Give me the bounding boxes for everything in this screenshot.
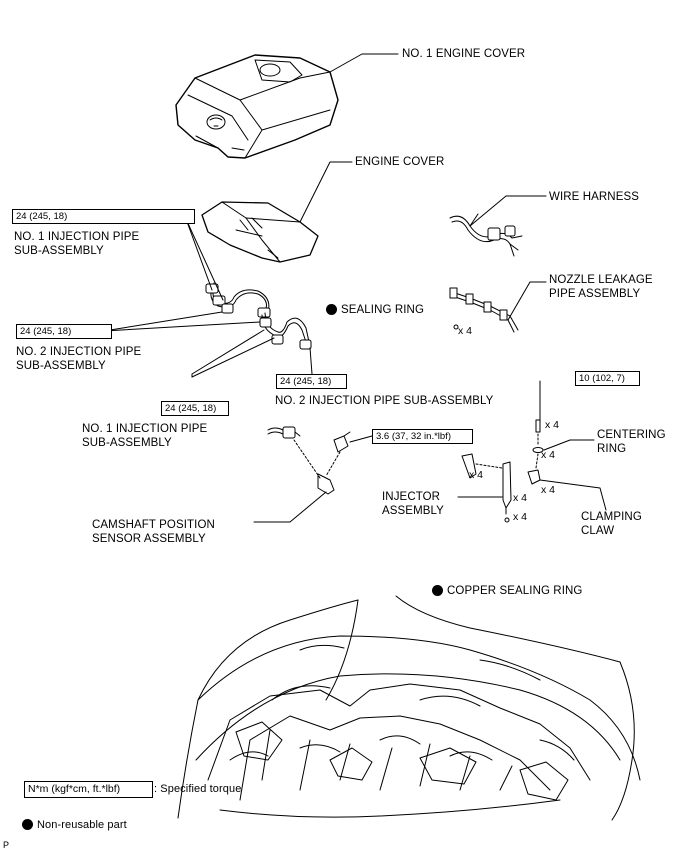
engine-cover-drawing [202, 202, 318, 262]
no1-injection-lower-label-line1: NO. 1 INJECTION PIPE [82, 423, 208, 435]
qty-injector: x 4 [513, 492, 528, 504]
centering-ring-label-line2: RING [597, 443, 627, 455]
qty-bolt: x 4 [545, 419, 560, 431]
centering-ring-label-line1: CENTERING [597, 429, 666, 441]
legend-nonreusable: Non-reusable part [22, 818, 127, 832]
qty-clamp-left: x 4 [469, 469, 484, 481]
nonreusable-dot-icon [432, 585, 443, 596]
torque-box-no1-lower: 24 (245, 18) [161, 401, 229, 416]
no2-injection-left-label-line1: NO. 2 INJECTION PIPE [16, 346, 142, 358]
torque-box-no2-left: 24 (245, 18) [16, 324, 112, 339]
no1-engine-cover-label: NO. 1 ENGINE COVER [402, 48, 526, 60]
qty-sealing-ring: x 4 [458, 325, 473, 337]
clamping-claw-label-line2: CLAW [581, 525, 615, 537]
camshaft-sensor-drawing [268, 427, 350, 494]
no1-injection-pipe-upper-drawing [206, 283, 270, 317]
qty-centering-ring: x 4 [541, 449, 556, 461]
no2-injection-left-label-line2: SUB-ASSEMBLY [16, 360, 106, 372]
copper-sealing-ring-label: COPPER SEALING RING [432, 584, 582, 598]
leader-lines [104, 54, 606, 522]
torque-box-bolt: 10 (102, 7) [575, 371, 640, 386]
legend-torque-text: : Specified torque [154, 783, 242, 795]
injector-label-line1: INJECTOR [382, 491, 441, 503]
no2-injection-pipe-drawing [260, 313, 311, 349]
legend-nonreusable-text: Non-reusable part [37, 819, 127, 831]
nonreusable-dot-icon [326, 304, 337, 315]
camshaft-label-line2: SENSOR ASSEMBLY [92, 533, 206, 545]
qty-clamping-claw: x 4 [541, 484, 556, 496]
corner-code: P [3, 840, 10, 850]
engine-cover-label: ENGINE COVER [355, 156, 445, 168]
torque-box-camshaft: 3.6 (37, 32 in.*lbf) [372, 429, 473, 444]
no1-injection-upper-label-line2: SUB-ASSEMBLY [14, 245, 104, 257]
nonreusable-dot-icon [22, 819, 33, 830]
no1-injection-lower-label-line2: SUB-ASSEMBLY [82, 437, 172, 449]
copper-sealing-ring-text: COPPER SEALING RING [447, 585, 583, 597]
no1-engine-cover-drawing [176, 55, 338, 158]
sealing-ring-text: SEALING RING [341, 304, 424, 316]
camshaft-label-line1: CAMSHAFT POSITION [92, 519, 215, 531]
qty-copper-ring: x 4 [513, 511, 528, 523]
legend-torque-unit: N*m (kgf*cm, ft.*lbf) [24, 781, 153, 798]
injector-label-line2: ASSEMBLY [382, 505, 444, 517]
torque-box-no2-right: 24 (245, 18) [276, 374, 347, 389]
sealing-ring-label: SEALING RING [326, 303, 424, 317]
torque-box-no1-upper: 24 (245, 18) [12, 209, 195, 224]
no1-injection-upper-label-line1: NO. 1 INJECTION PIPE [14, 231, 140, 243]
clamping-claw-label-line1: CLAMPING [581, 511, 642, 523]
nozzle-leakage-pipe-drawing [450, 288, 518, 332]
wire-harness-drawing [450, 214, 522, 256]
nozzle-leakage-label-line1: NOZZLE LEAKAGE [549, 274, 653, 286]
wire-harness-label: WIRE HARNESS [549, 191, 640, 203]
no2-injection-right-label: NO. 2 INJECTION PIPE SUB-ASSEMBLY [275, 395, 494, 407]
nozzle-leakage-label-line2: PIPE ASSEMBLY [549, 288, 641, 300]
engine-bay-drawing [178, 596, 640, 820]
